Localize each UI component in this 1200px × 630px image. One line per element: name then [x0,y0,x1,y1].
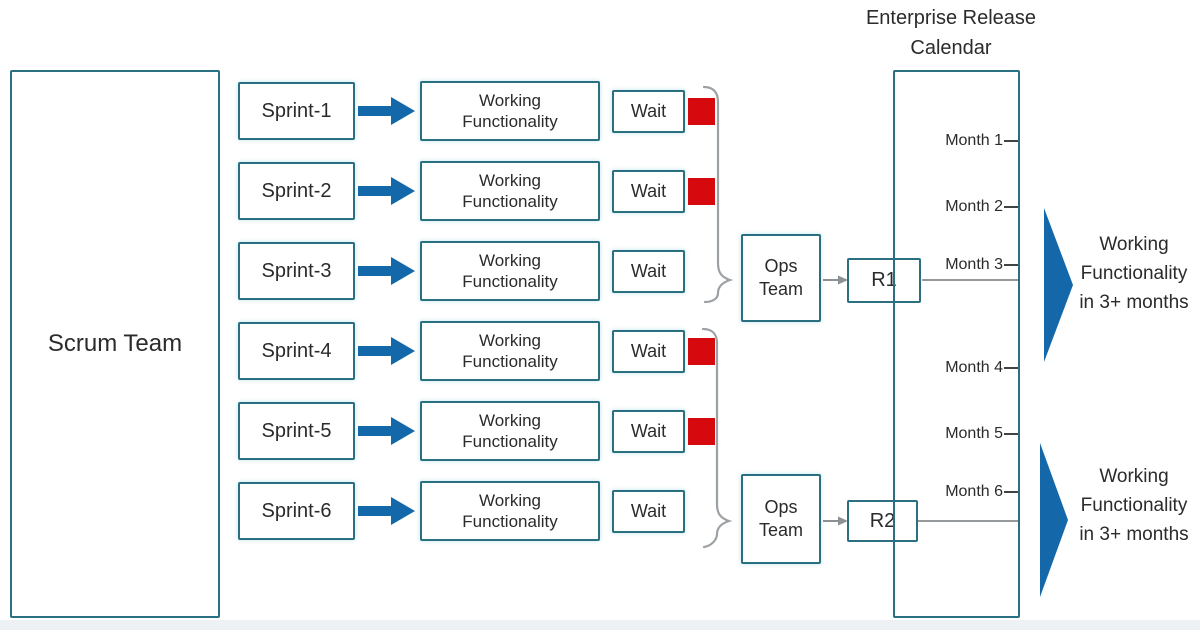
flow-arrow-icon [358,177,415,205]
sprint-row-4: Sprint-4 Working Functionality Wait [238,318,715,384]
flow-arrow-icon [358,257,415,285]
outcome-text-2: Working Functionality in 3+ months [1068,462,1200,549]
wait-box: Wait [612,249,685,293]
wait-box: Wait [612,489,685,533]
wait-label: Wait [630,180,667,201]
release-r2-box: R2 [847,500,918,542]
scrum-team-label: Scrum Team [47,330,183,357]
working-functionality-label: Working Functionality [462,171,558,211]
outcome-line: in 3+ months [1079,292,1189,313]
sprint-row-6: Sprint-6 Working Functionality Wait [238,478,715,544]
sprint-row-2: Sprint-2 Working Functionality Wait [238,158,715,224]
wait-label: Wait [630,420,667,441]
month-label-5: Month 5 [945,425,1003,442]
sprint-label: Sprint-6 [261,499,332,522]
sprint-label: Sprint-5 [261,419,332,442]
month-label-6: Month 6 [945,483,1003,500]
sprint-row-3: Sprint-3 Working Functionality Wait [238,238,715,304]
calendar-title-line2: Calendar [910,37,992,59]
blocked-indicator [688,177,715,205]
month-label-2: Month 2 [945,198,1003,215]
sprint-row-1: Sprint-1 Working Functionality Wait [238,78,715,144]
ops-to-r2-arrow [823,516,848,526]
working-functionality-label: Working Functionality [462,331,558,371]
outcome-text-1: Working Functionality in 3+ months [1068,230,1200,317]
outcome-line: Functionality [1080,495,1188,516]
release-r1-box: R1 [847,258,921,303]
working-functionality-box: Working Functionality [420,321,600,381]
flow-arrow-icon [358,417,415,445]
wait-box: Wait [612,409,685,453]
sprint-label: Sprint-3 [261,259,332,282]
working-functionality-box: Working Functionality [420,241,600,301]
month-label-1: Month 1 [945,132,1003,149]
sprint-label: Sprint-1 [261,99,332,122]
release-r2-label: R2 [869,509,896,532]
sprint-box: Sprint-3 [238,242,355,300]
working-functionality-box: Working Functionality [420,401,600,461]
wait-label: Wait [630,100,667,121]
sprint-label: Sprint-4 [261,339,332,362]
calendar-title: Enterprise Release Calendar [840,3,1062,63]
sprint-box: Sprint-2 [238,162,355,220]
month-label-4: Month 4 [945,359,1003,376]
month-label-3: Month 3 [945,256,1003,273]
ops-team-label: Ops Team [758,256,803,299]
outcome-line: Working [1099,466,1169,487]
working-functionality-box: Working Functionality [420,81,600,141]
flow-arrow-icon [358,337,415,365]
sprint-box: Sprint-1 [238,82,355,140]
flow-arrow-icon [358,497,415,525]
outcome-arrow-2-icon [1040,443,1068,597]
ops-team-box-1: Ops Team [741,234,821,322]
release-r1-label: R1 [871,269,897,291]
wait-label: Wait [630,340,667,361]
wait-label: Wait [630,500,667,521]
working-functionality-label: Working Functionality [462,411,558,451]
working-functionality-box: Working Functionality [420,161,600,221]
outcome-line: Working [1099,234,1169,255]
ops-team-box-2: Ops Team [741,474,821,564]
working-functionality-label: Working Functionality [462,91,558,131]
bottom-strip [0,620,1200,630]
working-functionality-label: Working Functionality [462,251,558,291]
flow-arrow-icon [358,97,415,125]
sprint-box: Sprint-6 [238,482,355,540]
wait-box: Wait [612,169,685,213]
wait-label: Wait [630,260,667,281]
scrum-team-box: Scrum Team [10,70,220,618]
sprint-box: Sprint-4 [238,322,355,380]
sprint-label: Sprint-2 [261,179,332,202]
wait-box: Wait [612,329,685,373]
ops-team-label: Ops Team [758,497,803,540]
outcome-line: Functionality [1080,263,1188,284]
month-ticks [1004,140,1018,493]
working-functionality-label: Working Functionality [462,491,558,531]
wait-box: Wait [612,89,685,133]
working-functionality-box: Working Functionality [420,481,600,541]
outcome-line: in 3+ months [1079,524,1189,545]
blocked-indicator [688,97,715,125]
sprint-row-5: Sprint-5 Working Functionality Wait [238,398,715,464]
sprint-box: Sprint-5 [238,402,355,460]
ops-to-r1-arrow [823,275,848,285]
blocked-indicator [688,337,715,365]
blocked-indicator [688,417,715,445]
calendar-title-line1: Enterprise Release [865,7,1037,29]
